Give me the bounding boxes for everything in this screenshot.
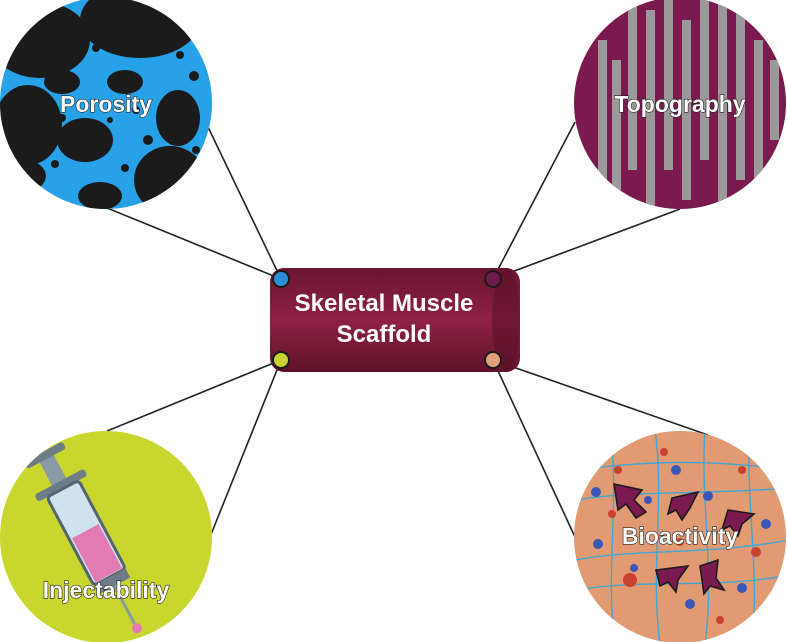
connector-topography-b [492,208,681,280]
groove-pattern [598,0,779,209]
center-title-line2: Scaffold [337,321,432,348]
center-scaffold: Skeletal Muscle Scaffold [270,268,520,372]
bioactivity-circle [574,431,786,642]
syringe-icon [24,442,142,634]
injectability-connector-dot [272,351,290,369]
topography-circle [574,0,786,209]
node-injectability: Injectability [0,431,212,642]
injectability-label: Injectability [43,577,170,603]
node-bioactivity: Bioactivity [574,431,786,642]
scaffold-cylinder [270,268,520,372]
connector-lines [106,121,709,538]
bioactivity-connector-dot [484,351,502,369]
connector-porosity-a [106,207,282,280]
porosity-label: Porosity [60,91,152,117]
connector-bioactivity-a [492,359,709,436]
connector-topography-a [492,121,576,280]
topography-label: Topography [614,91,745,117]
bioactivity-label: Bioactivity [622,523,739,549]
node-topography: Topography [574,0,786,209]
connector-injectability-a [106,359,282,432]
connector-porosity-b [207,126,282,280]
connector-bioactivity-b [492,359,576,538]
center-title-line1: Skeletal Muscle [295,290,474,317]
connector-injectability-b [209,359,282,538]
scaffold-cylinder-end [492,268,520,372]
node-porosity: Porosity [0,0,212,209]
porosity-connector-dot [272,270,290,288]
topography-connector-dot [484,270,502,288]
fiber-network [574,431,786,642]
